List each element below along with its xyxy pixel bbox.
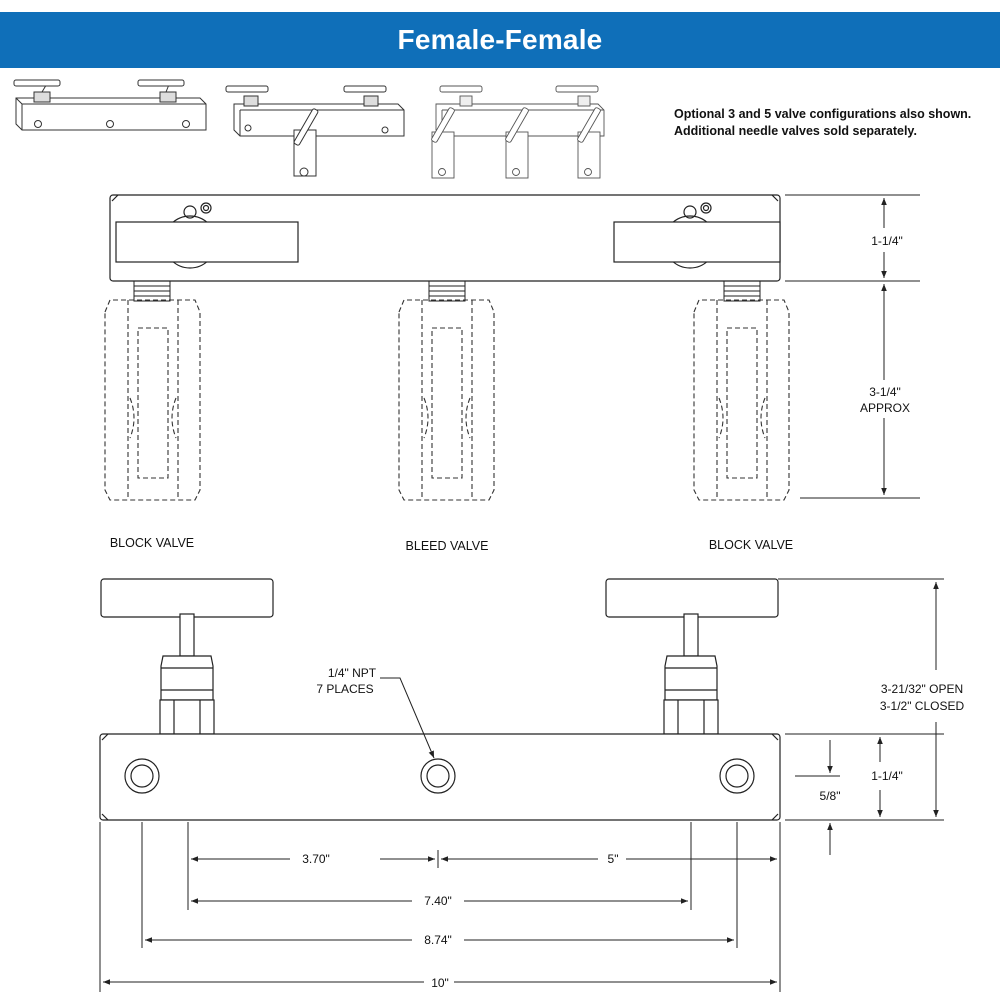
front-body-height-label: 1-1/4": [871, 769, 903, 783]
five-valve-thumbnail: [431, 85, 605, 179]
front-view: [99, 578, 781, 821]
top-valve-height-label-1: 3-1/4": [869, 385, 901, 399]
note-line-1: Optional 3 and 5 valve configurations al…: [674, 107, 972, 121]
page-title: Female-Female: [397, 24, 603, 55]
npt-callout-leader: [380, 677, 435, 759]
npt-callout-line-1: 1/4" NPT: [328, 666, 377, 680]
bleed-valve-label: BLEED VALVE: [406, 539, 489, 553]
valve-body-left: [104, 299, 201, 501]
dim-10-label: 10": [431, 976, 449, 990]
front-view-vertical-dimensions: [778, 578, 944, 855]
top-view-dimensions: [785, 194, 920, 499]
front-view-horizontal-dimensions: [99, 822, 781, 992]
top-body-height-label: 1-1/4": [871, 234, 903, 248]
configuration-note: Optional 3 and 5 valve configurations al…: [674, 106, 971, 140]
dim-8-74-label: 8.74": [424, 933, 452, 947]
title-banner: Female-Female: [0, 12, 1000, 68]
thread-connectors: [133, 280, 761, 302]
block-valve-label-right: BLOCK VALVE: [709, 538, 793, 552]
npt-callout-line-2: 7 PLACES: [316, 682, 373, 696]
note-line-2: Additional needle valves sold separately…: [674, 124, 917, 138]
three-valve-thumbnail: [225, 85, 405, 177]
dim-7-40-label: 7.40": [424, 894, 452, 908]
two-valve-thumbnail: [13, 79, 207, 131]
valve-body-center: [398, 299, 495, 501]
top-view: [109, 194, 781, 282]
block-valve-label-left: BLOCK VALVE: [110, 536, 194, 550]
total-height-label-2: 3-1/2" CLOSED: [880, 699, 965, 713]
dim-5-label: 5": [608, 852, 619, 866]
total-height-label-1: 3-21/32" OPEN: [881, 682, 963, 696]
port-center-label: 5/8": [820, 789, 841, 803]
valve-body-right: [693, 299, 790, 501]
top-valve-height-label-2: APPROX: [860, 401, 910, 415]
dim-3-70-label: 3.70": [302, 852, 330, 866]
